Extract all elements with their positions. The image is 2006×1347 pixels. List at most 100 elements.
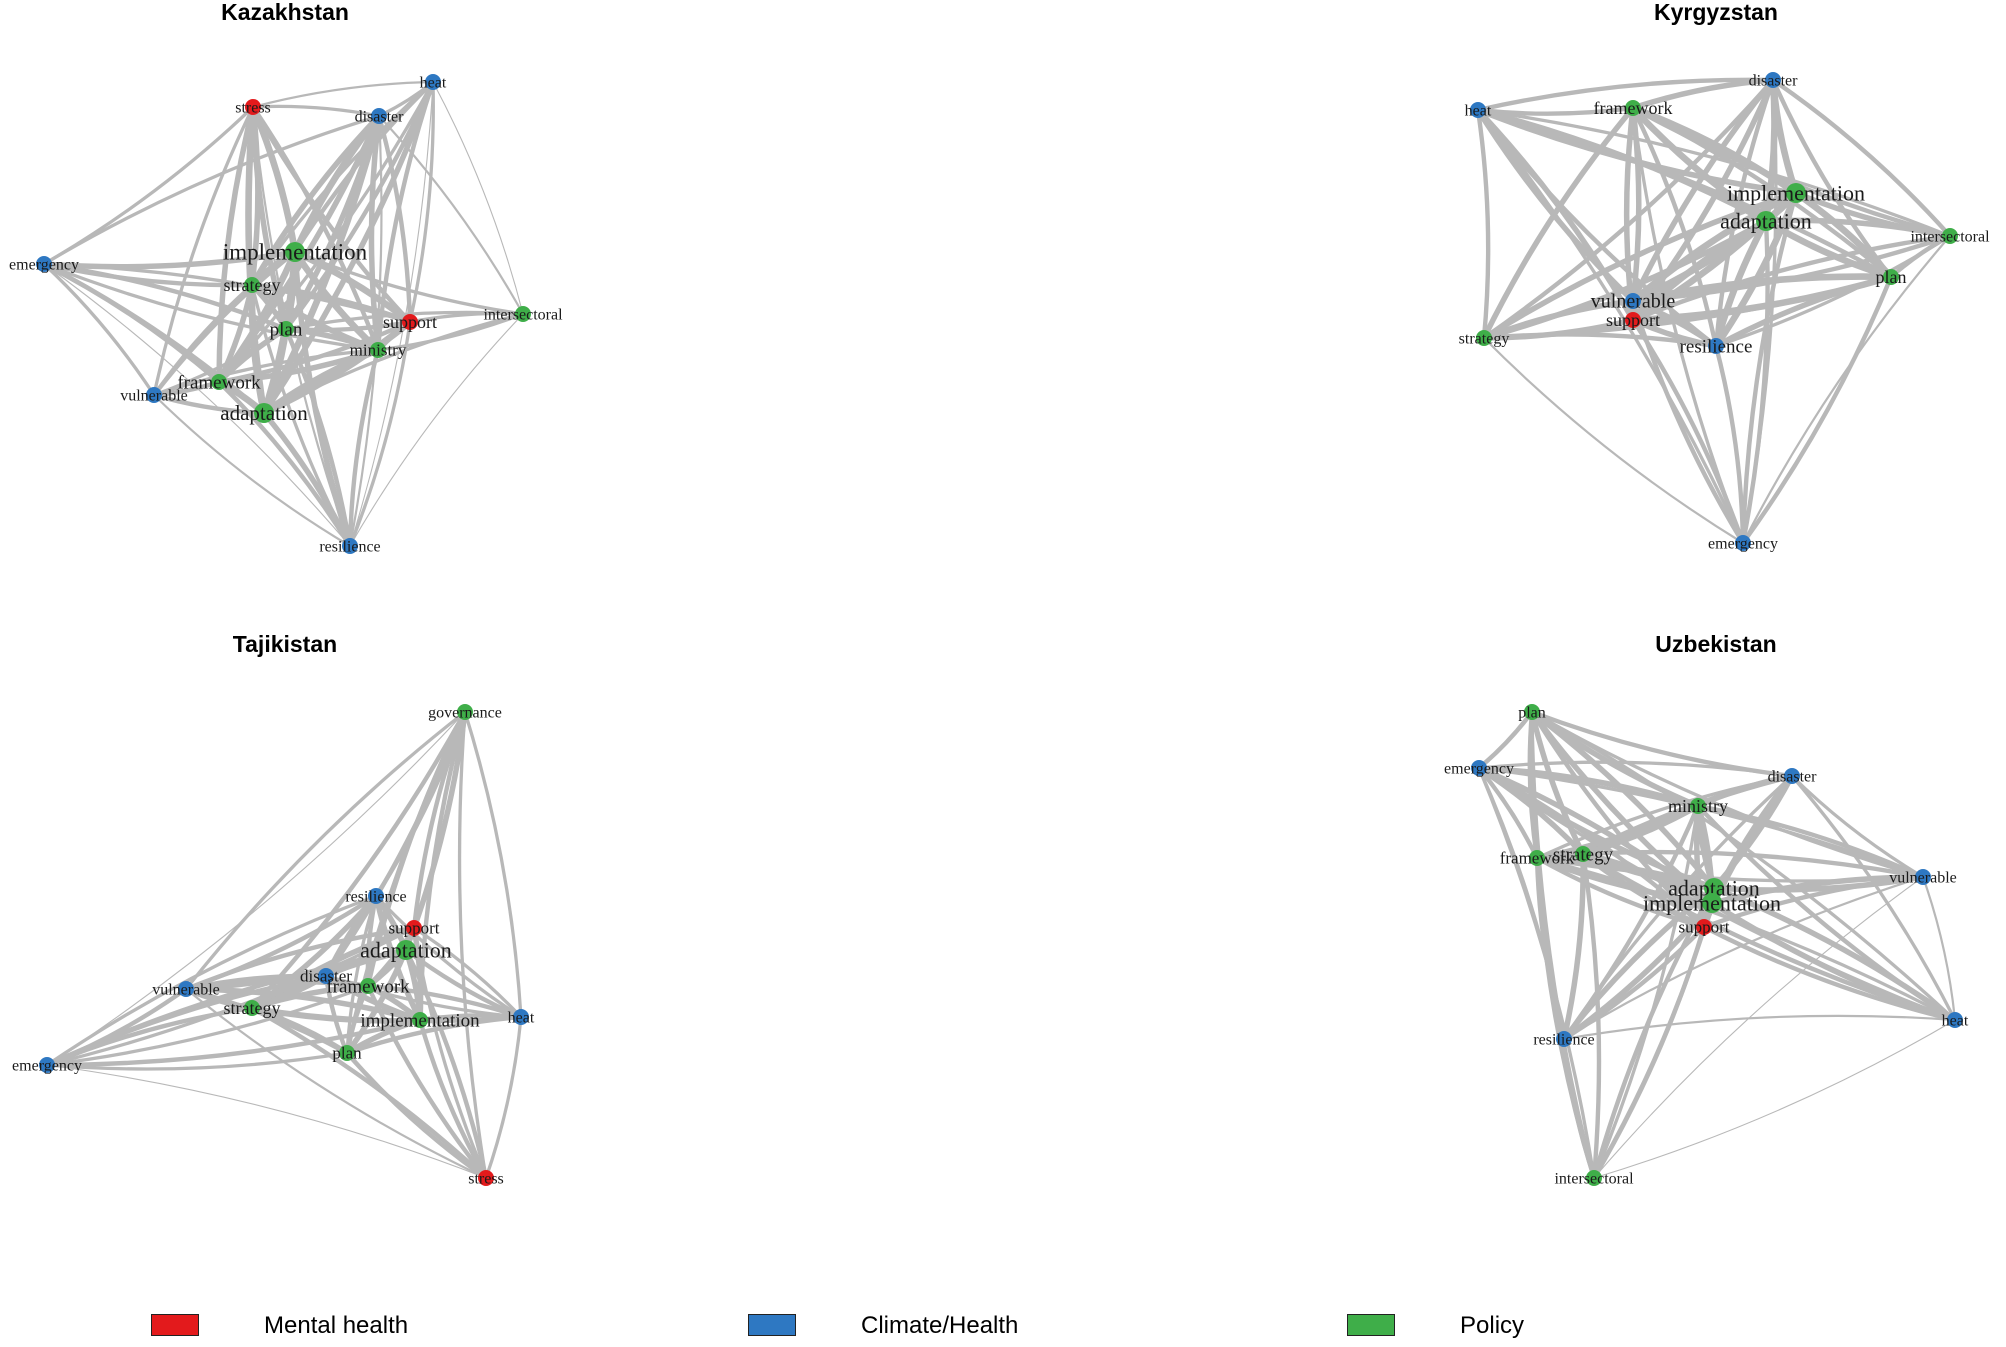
node-marker [244, 1000, 260, 1016]
node-marker [245, 99, 261, 115]
edge [183, 973, 329, 992]
node-adaptation: adaptation [220, 401, 308, 425]
node-label: heat [1942, 1012, 1969, 1029]
node-heat: heat [420, 74, 447, 91]
edge [152, 393, 352, 548]
node-marker [1476, 330, 1492, 346]
node-label: emergency [1708, 535, 1778, 552]
edge [1770, 77, 1953, 239]
edge [283, 319, 413, 333]
node-label: stress [235, 99, 271, 116]
node-label: strategy [224, 275, 281, 295]
node-label: disaster [355, 108, 405, 125]
node-heat: heat [1465, 102, 1492, 119]
node-label: heat [1465, 102, 1492, 119]
edge [1631, 106, 1745, 545]
edge [408, 80, 435, 324]
node-vulnerable: vulnerable [152, 981, 220, 998]
edge [417, 1017, 489, 1181]
node-disaster: disaster [1749, 72, 1798, 89]
node-strategy: strategy [1553, 844, 1614, 865]
node-strategy: strategy [224, 998, 281, 1018]
edge [365, 983, 524, 1020]
node-marker [513, 1009, 529, 1025]
edge-group [44, 709, 524, 1181]
edge [42, 262, 156, 397]
node-marker [371, 108, 387, 124]
edge [249, 103, 299, 256]
edge [251, 104, 381, 118]
legend-label-mental-health: Mental health [264, 1312, 409, 1339]
edge [1790, 774, 1957, 1022]
node-label: intersectoral [483, 306, 563, 323]
edge [45, 1051, 349, 1071]
node-marker [406, 920, 422, 936]
network-panel-tajikistan: Tajikistangovernanceresiliencesupportada… [12, 631, 535, 1187]
node-marker [1586, 1170, 1602, 1186]
legend-swatch-mental-health [151, 1314, 199, 1336]
node-label: vulnerable [120, 387, 188, 404]
edge [484, 1015, 523, 1180]
node-label: plan [1518, 704, 1546, 721]
edge [1561, 851, 1586, 1042]
edge [1921, 875, 1957, 1022]
node-marker [412, 1012, 428, 1028]
edge [1623, 105, 1636, 323]
edge [1593, 1019, 1956, 1179]
node-marker [278, 321, 294, 337]
node-label: stress [468, 1170, 504, 1187]
edge [463, 710, 523, 1019]
node-label: resilience [345, 888, 406, 905]
node-marker [254, 403, 274, 423]
edge [1477, 760, 1794, 778]
node-marker [1470, 102, 1486, 118]
node-label: governance [428, 704, 502, 721]
edge [349, 313, 524, 547]
node-marker [1625, 100, 1641, 116]
node-marker [1625, 312, 1641, 328]
node-emergency: emergency [9, 256, 79, 273]
edge [365, 983, 489, 1181]
edge [1741, 234, 1952, 545]
node-label: heat [420, 74, 447, 91]
edge [1580, 851, 1958, 1023]
node-ministry: ministry [350, 341, 407, 360]
edge [432, 81, 524, 315]
node-label: support [1606, 310, 1660, 330]
edge [1762, 217, 1895, 281]
edge [44, 1017, 423, 1068]
panel-title: Kazakhstan [221, 0, 349, 25]
node-governance: governance [428, 704, 502, 721]
node-marker [339, 1045, 355, 1061]
edge [323, 709, 468, 979]
node-marker [1471, 760, 1487, 776]
node-label: emergency [1444, 760, 1514, 777]
node-marker [1529, 850, 1545, 866]
edge [1712, 189, 1800, 350]
edge [45, 984, 370, 1067]
node-resilience: resilience [319, 538, 381, 555]
edge [250, 104, 413, 325]
node-label: adaptation [1720, 208, 1812, 233]
edge [1592, 804, 1700, 1180]
node-vulnerable: vulnerable [1889, 869, 1957, 886]
node-label: resilience [319, 538, 380, 555]
node-vulnerable: vulnerable [1591, 291, 1676, 313]
node-marker [1708, 338, 1724, 354]
edge [1534, 855, 1707, 930]
node-marker [515, 306, 531, 322]
node-resilience: resilience [1533, 1031, 1595, 1048]
node-marker [1756, 211, 1776, 231]
edge [1476, 765, 1540, 861]
edge [1535, 774, 1794, 860]
edge [345, 894, 378, 1055]
node-stress: stress [468, 1170, 504, 1187]
node-marker [1524, 704, 1540, 720]
edge [249, 709, 468, 1011]
node-heat: heat [1942, 1012, 1969, 1029]
node-label: ministry [1668, 796, 1728, 816]
legend-swatch-policy [1347, 1314, 1395, 1336]
edge [1476, 765, 1707, 930]
node-intersectoral: intersectoral [483, 306, 563, 323]
